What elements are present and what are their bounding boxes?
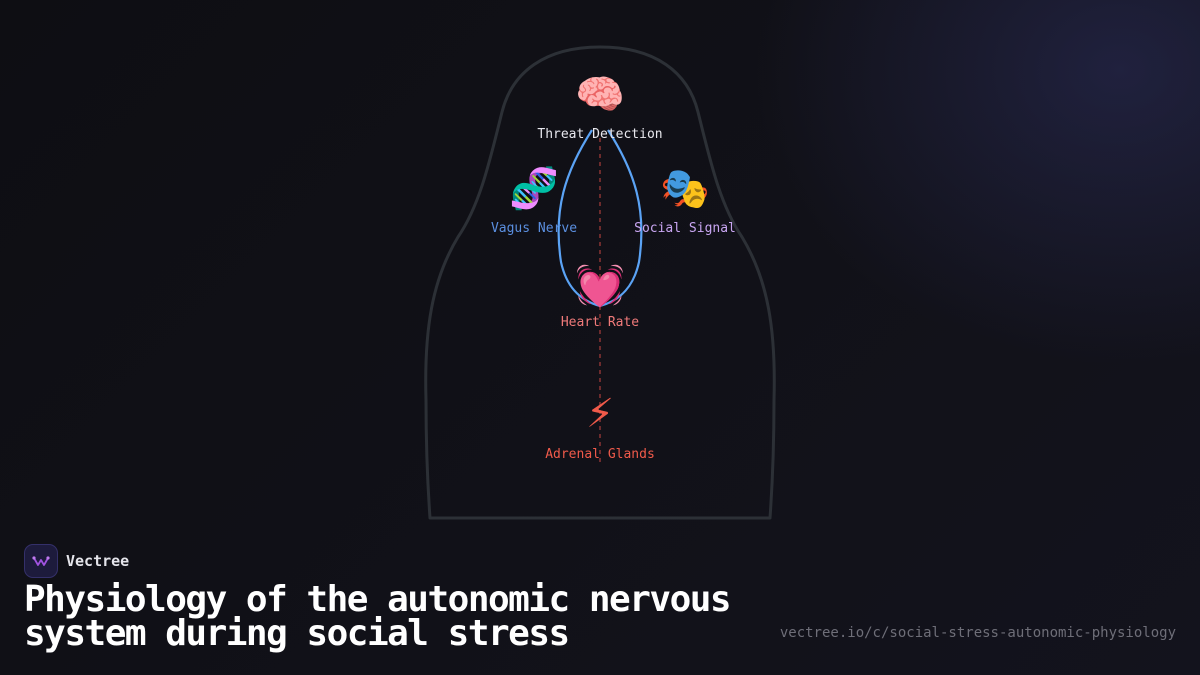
- node-adrenal-glands: ⚡ Adrenal Glands: [545, 391, 655, 462]
- node-vagus-nerve: 🧬 Vagus Nerve: [491, 164, 577, 236]
- body-silhouette-outline: [424, 45, 776, 520]
- node-label-adrenal-glands: Adrenal Glands: [545, 447, 655, 462]
- node-label-social-signal: Social Signal: [634, 221, 736, 236]
- vagal-loop-connector: [557, 129, 643, 308]
- brand: Vectree: [24, 544, 129, 578]
- lightning-icon: ⚡: [586, 391, 614, 437]
- node-label-vagus-nerve: Vagus Nerve: [491, 221, 577, 236]
- node-label-threat-detection: Threat Detection: [537, 127, 662, 142]
- node-threat-detection: 🧠 Threat Detection: [537, 72, 662, 142]
- theater-masks-icon: 🎭: [660, 166, 710, 212]
- vectree-logo-icon: [24, 544, 58, 578]
- dna-icon: 🧬: [509, 164, 559, 212]
- beating-heart-icon: 💓: [575, 262, 625, 309]
- node-social-signal: 🎭 Social Signal: [634, 166, 736, 236]
- source-url: vectree.io/c/social-stress-autonomic-phy…: [779, 625, 1176, 641]
- node-label-heart-rate: Heart Rate: [561, 315, 639, 330]
- brain-icon: 🧠: [575, 72, 625, 118]
- page-title: Physiology of the autonomic nervous syst…: [24, 579, 732, 654]
- brand-name: Vectree: [66, 552, 130, 570]
- node-heart-rate: 💓 Heart Rate: [561, 262, 639, 330]
